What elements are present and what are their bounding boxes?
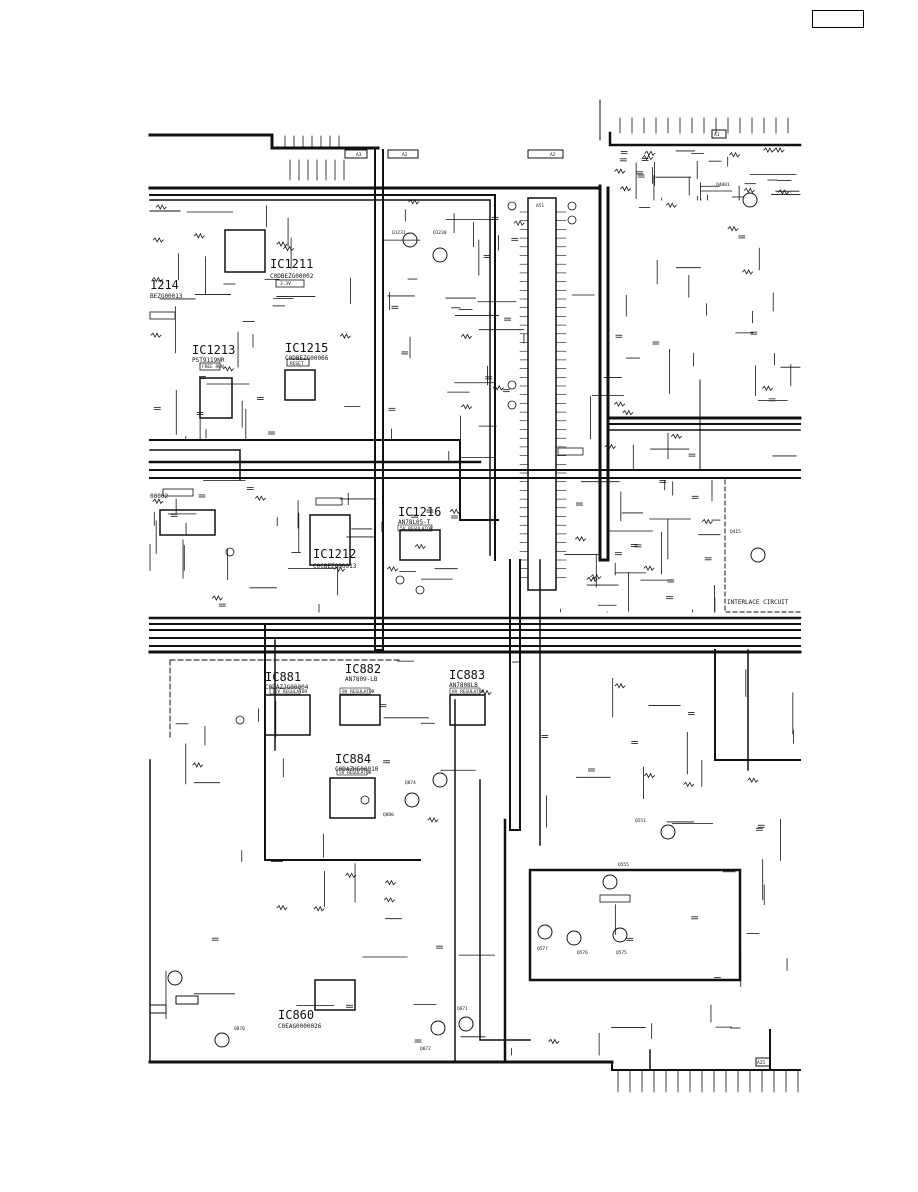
ic881-ref: IC881	[265, 670, 301, 684]
ic860-ref: IC860	[278, 1008, 314, 1022]
ic883-tag: 8V REGULATOR	[452, 689, 485, 695]
transistor-q880: Q880	[383, 812, 394, 818]
transistor-q874: Q874	[405, 780, 416, 786]
ic1212-ref: IC1212	[313, 547, 356, 561]
transistor-q1230: Q1230	[433, 230, 447, 236]
ic884-part: C0DAZHG00010	[335, 766, 379, 773]
ic882-part: AN7809-LB	[345, 676, 378, 683]
transistor-q1231: Q1231	[392, 230, 406, 236]
connector-a1: A1	[714, 132, 720, 138]
transistor-q4801: Q4801	[716, 182, 730, 188]
transistor-q555: Q555	[618, 862, 629, 868]
ic1216-ref: IC1216	[398, 505, 441, 519]
transistor-q575: Q575	[616, 950, 627, 956]
ic1215-ref: IC1215	[285, 341, 328, 355]
transistor-q577: Q577	[537, 946, 548, 952]
connector-a51: A51	[536, 203, 544, 209]
ic1212-part: C0CBEZG00013	[313, 563, 357, 570]
connector-a2b: A2	[550, 152, 556, 158]
ic881-tag: 12V REGULATOR	[272, 689, 308, 695]
ic883-ref: IC883	[449, 668, 485, 682]
interlace-circuit-label: INTERLACE CIRCUIT	[727, 599, 789, 606]
ic883-part: AN7808LB	[449, 682, 478, 689]
ic1216-tag: 5V REGULATOR	[400, 526, 433, 532]
ic1211-ref: IC1211	[270, 257, 313, 271]
ic1211-part: C0DBEZG00002	[270, 273, 314, 280]
page-id-box	[812, 10, 864, 28]
transistor-q576: Q576	[577, 950, 588, 956]
ic1215-part: C0DBEZG00066	[285, 355, 329, 362]
ic884-ref: IC884	[335, 752, 371, 766]
transistor-q872: Q872	[420, 1046, 431, 1052]
ic1211-tag: 3.3V	[280, 281, 291, 287]
connector-a2: A2	[402, 152, 408, 158]
ic1213-part: PST9119NR	[192, 357, 225, 364]
ic1216-part: AN78L05-T	[398, 519, 431, 526]
ic882-tag: 9V REGULATOR	[342, 689, 375, 695]
ic1213-ref: IC1213	[192, 343, 235, 357]
partial-part-label: BEZG00013	[150, 293, 183, 300]
transistor-q551: Q551	[635, 818, 646, 824]
partial-left-label: 00002	[150, 493, 168, 500]
transistor-q871: Q871	[457, 1006, 468, 1012]
connector-a3: A3	[356, 152, 362, 158]
partial-ref-label: 1214	[150, 278, 179, 292]
ic1213-tag: FREE RUN	[202, 364, 224, 370]
transistor-q870: Q870	[234, 1026, 245, 1032]
ic860-part: C0EAG0000026	[278, 1023, 322, 1030]
transistor-q415: Q415	[730, 529, 741, 535]
ic882-ref: IC882	[345, 662, 381, 676]
ic1215-tag: RESET	[290, 361, 304, 367]
ic881-part: C0DAZJG00004	[265, 684, 309, 691]
connector-a25: A25	[757, 1060, 765, 1066]
ic884-tag: 5V REGULATOR	[339, 770, 372, 776]
